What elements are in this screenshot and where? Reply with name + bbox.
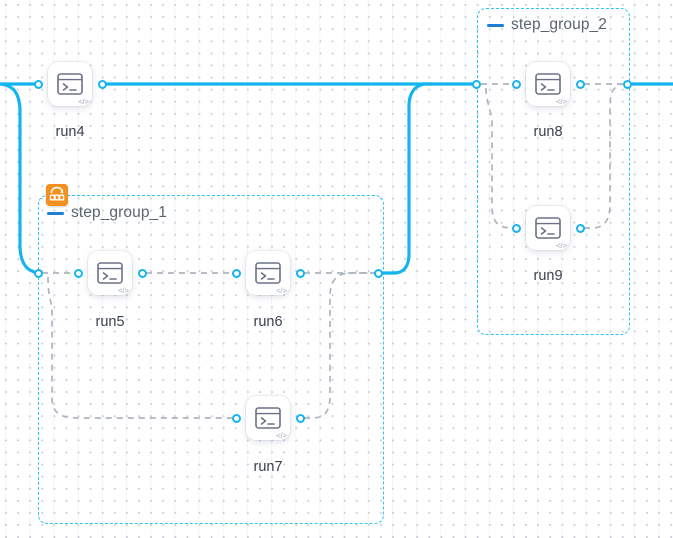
node-run4-label: run4 [55, 124, 85, 140]
port-run7-in[interactable] [231, 413, 241, 423]
edge-g1out-to-trunk [380, 82, 434, 275]
port-run4-in[interactable] [33, 79, 43, 89]
code-icon: </> [556, 96, 567, 106]
port-step-group-2-out[interactable] [622, 79, 632, 89]
terminal-icon [97, 262, 123, 284]
port-run8-in[interactable] [511, 79, 521, 89]
port-step-group-1-out[interactable] [373, 268, 383, 278]
step-group-1-label[interactable]: step_group_1 [47, 204, 167, 222]
port-run9-in[interactable] [511, 223, 521, 233]
step-group-2-name: step_group_2 [511, 16, 608, 33]
node-run7-label: run7 [253, 459, 283, 475]
port-step-group-1-in[interactable] [33, 268, 43, 278]
group-frame-step-group-2[interactable] [477, 8, 630, 335]
port-run9-out[interactable] [575, 223, 585, 233]
terminal-icon [535, 73, 561, 95]
step-group-2-label[interactable]: step_group_2 [487, 16, 607, 34]
node-run5[interactable]: </> [88, 251, 132, 295]
port-run6-in[interactable] [231, 268, 241, 278]
port-run4-out[interactable] [97, 79, 107, 89]
port-run6-out[interactable] [295, 268, 305, 278]
terminal-icon [255, 262, 281, 284]
port-step-group-2-in[interactable] [471, 79, 481, 89]
code-icon: </> [276, 430, 287, 440]
group-collapse-dash-icon[interactable] [487, 23, 504, 27]
node-run5-label: run5 [95, 314, 125, 330]
node-run4[interactable]: </> [48, 62, 92, 106]
group-collapse-dash-icon[interactable] [47, 211, 64, 215]
node-run6-label: run6 [253, 314, 283, 330]
port-run5-out[interactable] [137, 268, 147, 278]
step-group-1-name: step_group_1 [71, 204, 168, 221]
code-icon: </> [118, 285, 129, 295]
code-icon: </> [78, 96, 89, 106]
terminal-icon [255, 407, 281, 429]
step-group-1-badge-icon[interactable] [46, 184, 68, 206]
port-run7-out[interactable] [295, 413, 305, 423]
group-frame-step-group-1[interactable] [38, 195, 384, 524]
edge-left-branch-to-g1in [0, 82, 38, 275]
terminal-icon [57, 73, 83, 95]
retry-group-icon [46, 184, 68, 206]
node-run9[interactable]: </> [526, 206, 570, 250]
node-run9-label: run9 [533, 268, 563, 284]
code-icon: </> [276, 285, 287, 295]
code-icon: </> [556, 240, 567, 250]
node-run8-label: run8 [533, 124, 563, 140]
port-run8-out[interactable] [575, 79, 585, 89]
port-run5-in[interactable] [73, 268, 83, 278]
node-run7[interactable]: </> [246, 396, 290, 440]
terminal-icon [535, 217, 561, 239]
node-run6[interactable]: </> [246, 251, 290, 295]
node-run8[interactable]: </> [526, 62, 570, 106]
